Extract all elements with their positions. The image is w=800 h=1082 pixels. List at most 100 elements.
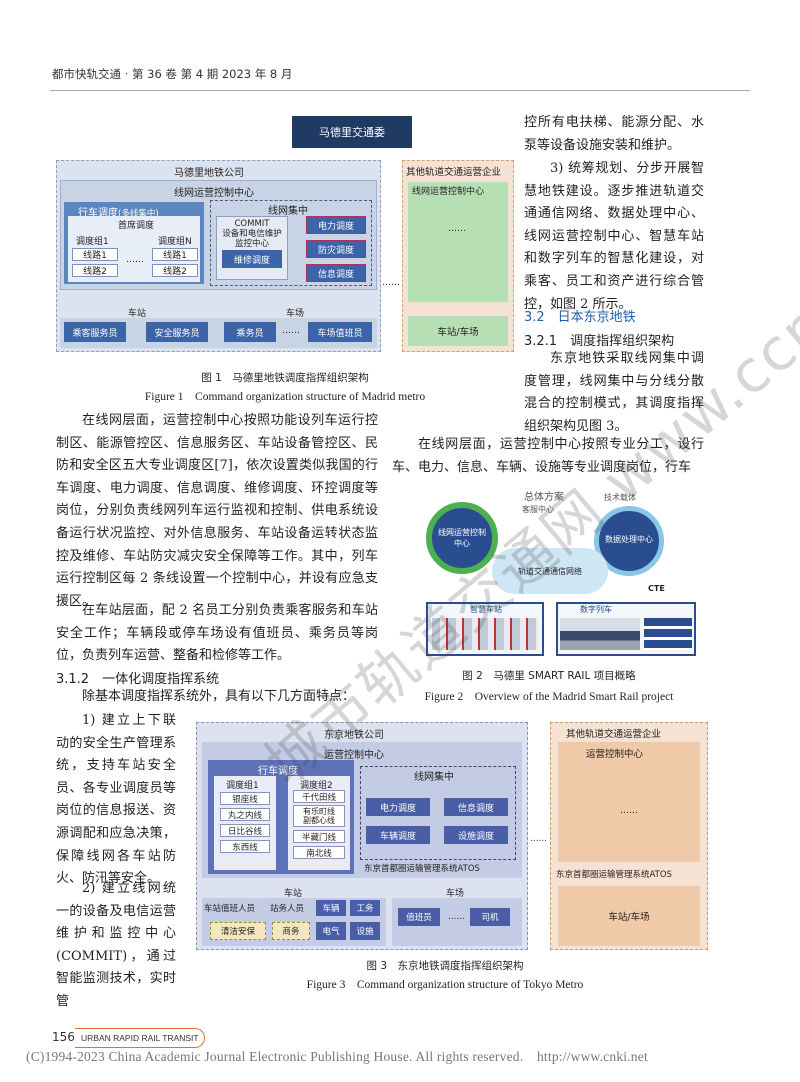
fig3-vehicle-box: 车辆调度 [366,826,430,844]
section-3-1-2: 3.1.2 一体化调度指挥系统 [56,672,220,687]
fig3-station-label: 车站 [284,889,303,899]
fig1-company-label: 马德里地铁公司 [174,168,244,179]
fig1-depot-staff-box: 车场值班员 [308,322,372,342]
fig1-side-dots: …… [382,278,400,288]
fig1-other-label: 其他轨道交通运营企业 [406,167,502,178]
fig2-overall-label: 总体方案 [524,492,564,503]
fig3-other-center-box [558,742,700,862]
fig1-groupN: 调度组N [158,237,192,247]
fig1-passenger-box: 乘客服务员 [64,322,126,342]
fig1-line2a: 线路2 [72,264,118,277]
fig2-station-label: 智慧车站 [470,605,502,614]
fig2-right-circle [594,506,664,576]
fig3-central-box [360,766,516,860]
copyright-line: (C)1994-2023 China Academic Journal Elec… [26,1049,648,1064]
fig1-maint-box: 维修调度 [222,250,282,268]
journal-header: 都市快轨交通 · 第 36 卷 第 4 期 2023 年 8 月 [52,67,293,81]
fig2-train-image [560,618,640,650]
fig3-duty-label: 车站值班人员 [204,904,256,914]
fig3-g1-line-3: 东西线 [220,840,270,853]
fig3-caption-zh: 图 3 东京地铁调度指挥组织架构 [366,960,524,972]
fig3-clean-box: 清洁安保 [210,922,266,940]
fig2-caption-zh: 图 2 马德里 SMART RAIL 项目概略 [462,670,636,682]
fig3-facility-box: 设施调度 [444,826,508,844]
fig3-power-box: 电力调度 [366,798,430,816]
fig1-center-label: 线网运营控制中心 [174,188,254,199]
fig3-driver-box: 司机 [470,908,510,926]
fig3-g1-line-0: 银座线 [220,792,270,805]
fig2-customer-label: 客服中心 [522,505,554,514]
fig3-g2-line-1: 有乐町线 副都心线 [293,805,345,827]
fig2-data-label: 数据处理中心 [605,534,653,544]
fig1-other-center-box [408,182,508,302]
figure-3: 东京地铁公司 运营控制中心 行车调度 调度组1 银座线 丸之内线 日比谷线 东西… [196,722,708,952]
fig3-dispatch-label: 行车调度 [258,766,298,777]
fig3-info-box: 信息调度 [444,798,508,816]
figure-1: 马德里交通委 马德里地铁公司 线网运营控制中心 行车调度(多线集中) 首席调度 … [56,112,516,352]
fig2-cloud [492,548,608,594]
right-para-4: 在线网层面，运营控制中心按照专业分工，设行车、电力、信息、车辆、设施等专业调度岗… [392,437,704,475]
fig1-other-center-dots: …… [448,224,466,234]
fig3-central-label: 线网集中 [414,772,454,783]
fig1-depot-label: 车场 [286,309,305,319]
fig3-business-box: 商务 [272,922,310,940]
fig1-power-box: 电力调度 [306,216,366,234]
figure-2: 总体方案 客服中心 技术载体 线网运营控制中心 数据处理中心 轨道交通通信网络 … [398,484,698,660]
page-number: 156 [52,1030,75,1044]
left-para-1: 在线网层面，运营控制中心按照功能设列车运行控制区、能源管控区、信息服务区、车站设… [56,413,378,609]
fig1-top-box: 马德里交通委 [292,116,412,148]
fig1-other-station-box: 车站/车场 [408,316,508,346]
fig1-line2b: 线路2 [152,264,198,277]
fig2-center-label: 线网运营控制中心 [438,528,486,548]
fig1-group1: 调度组1 [76,237,109,247]
fig1-line1a: 线路1 [72,248,118,261]
fig3-g2-line-2: 半藏门线 [293,830,345,843]
fig1-station-label: 车站 [128,309,147,319]
fig3-signal-box: 设施 [350,922,380,940]
left-para-2: 在车站层面，配 2 名员工分别负责乘客服务和车站安全工作；车辆段或停车场设有值班… [56,603,378,664]
fig1-line1b: 线路1 [152,248,198,261]
fig3-company-label: 东京地铁公司 [324,730,384,741]
section-3-2: 3.2 日本东京地铁 [524,310,636,325]
header-rule [50,90,750,91]
fig3-depot-duty-box: 值班员 [398,908,440,926]
fig1-dispatch-label: 行车调度(多线集中) [78,208,159,219]
fig2-network-label: 轨道交通通信网络 [518,566,582,576]
fig3-other-atos: 东京首都圈运输管理系统ATOS [556,870,672,880]
fig3-atos-label: 东京首都圈运输管理系统ATOS [364,864,480,874]
fig1-security-box: 安全服务员 [146,322,208,342]
right-para-1: 控所有电扶梯、能源分配、水泵等设备设施安装和维护。 [524,115,704,153]
fig3-depot-label: 车场 [446,889,465,899]
fig1-caption-en: Figure 1 Command organization structure … [144,391,426,403]
journal-tag: URBAN RAPID RAIL TRANSIT [75,1028,205,1048]
fig1-other-center-label: 线网运营控制中心 [412,187,485,197]
fig3-staff-label: 站务人员 [270,904,305,914]
left-para-3: 除基本调度指挥系统外，具有以下几方面特点： [82,689,356,704]
fig3-depot-dots: …… [448,912,465,922]
fig2-caption-en: Figure 2 Overview of the Madrid Smart Ra… [424,691,674,703]
fig3-works-box: 工务 [350,900,380,916]
fig1-chief-label: 首席调度 [118,221,155,231]
fig3-g2-line-3: 南北线 [293,846,345,859]
fig3-other-center-label: 运营控制中心 [586,749,644,760]
fig3-side-dots: …… [530,834,547,844]
fig2-train-list [644,618,692,650]
fig2-station-image [432,618,538,650]
fig3-other-label: 其他轨道交通运营企业 [566,729,662,740]
fig3-elec-box: 电气 [316,922,346,940]
fig1-info-box: 信息调度 [306,264,366,282]
right-para-3: 东京地铁采取线网集中调度管理，线网集中与分线分散混合的控制模式，其调度指挥组织架… [524,351,704,434]
fig1-disaster-box: 防灾调度 [306,240,366,258]
fig3-g1-box [214,776,276,870]
fig3-other-dots: …… [620,806,638,816]
fig2-tech-label: 技术载体 [604,493,636,502]
fig3-group1: 调度组1 [226,781,259,791]
left-para-4: 1) 建立上下联动的安全生产管理系统，支持车站安全员、各专业调度员等岗位的信息报… [56,713,176,887]
fig3-g1-line-1: 丸之内线 [220,808,270,821]
fig2-train-label: 数字列车 [580,605,612,614]
fig2-cte-label: CTE [648,584,665,593]
fig1-commit-box: COMMIT 设备和电信维护 监控中心 [216,216,288,280]
fig3-group2: 调度组2 [300,781,333,791]
fig1-central-box [210,200,372,286]
fig1-crew-box: 乘务员 [224,322,276,342]
